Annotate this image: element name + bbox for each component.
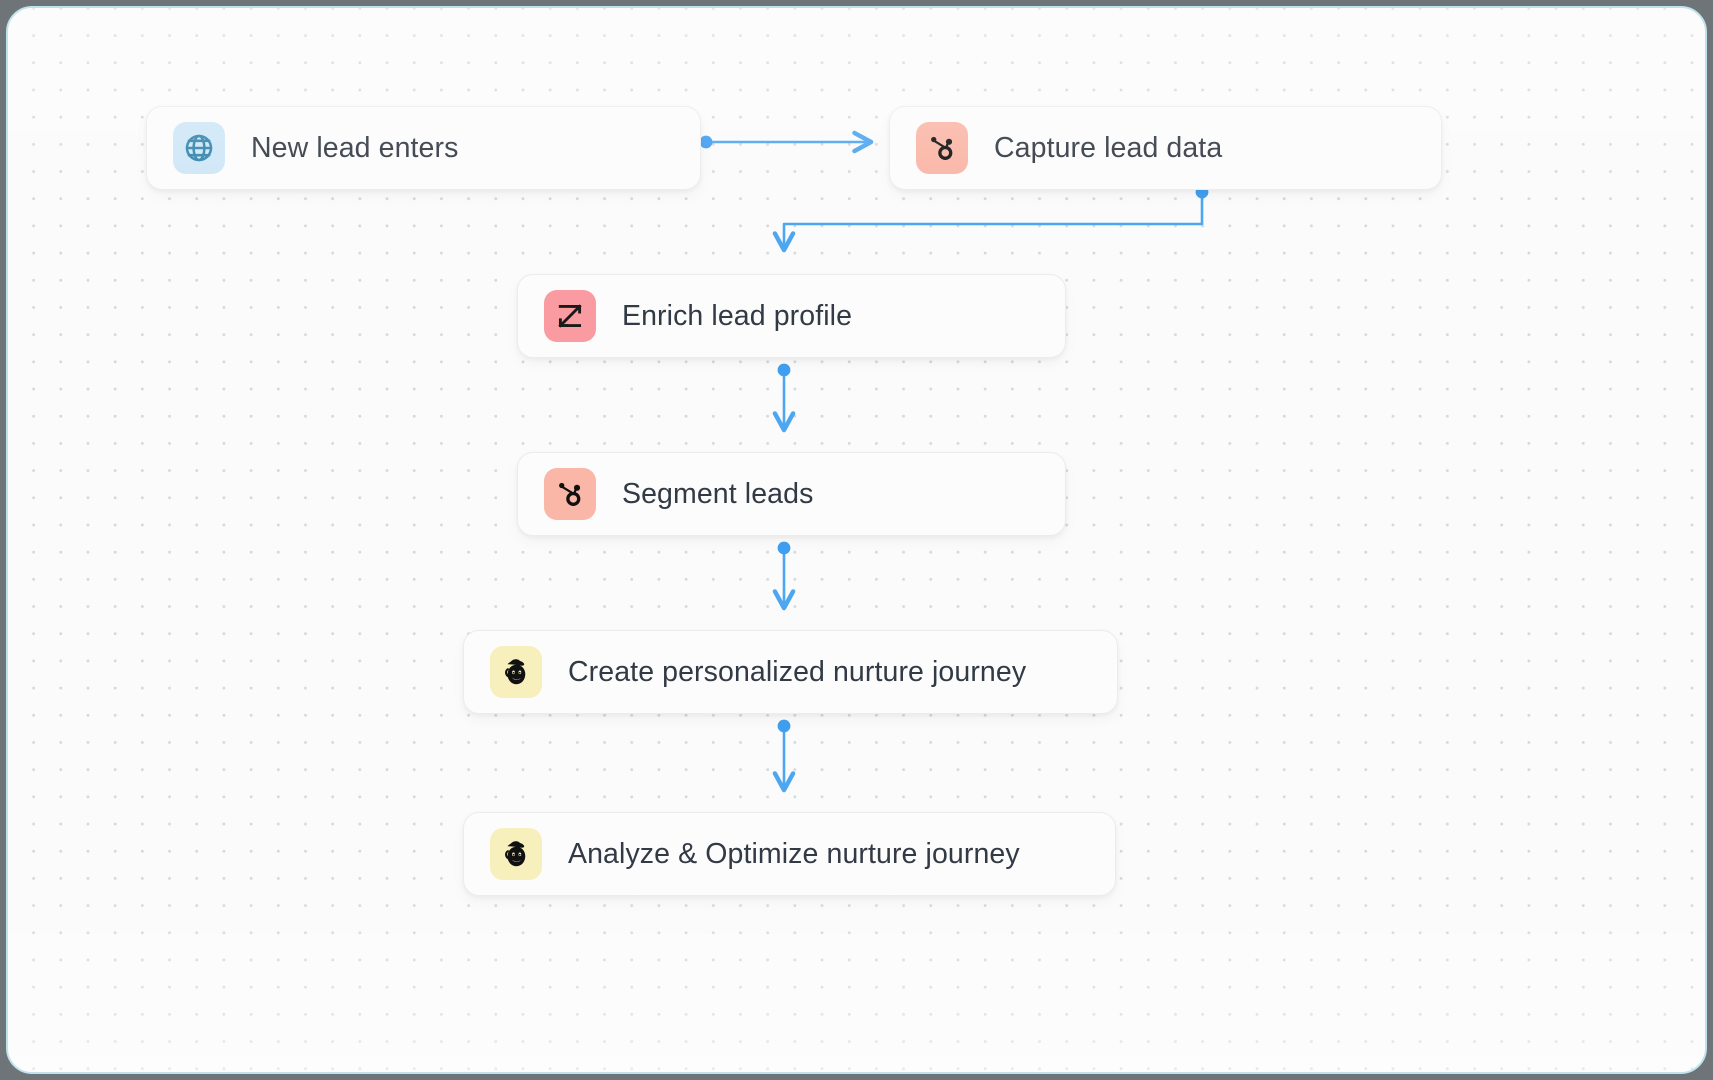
workflow-node-label: Analyze & Optimize nurture journey bbox=[568, 837, 1020, 870]
connector-create-to-analyze bbox=[772, 719, 796, 793]
workflow-node-label: Capture lead data bbox=[994, 131, 1223, 164]
connector-new-lead-to-capture bbox=[699, 130, 874, 154]
hubspot-icon bbox=[544, 468, 596, 520]
zapier-icon bbox=[544, 290, 596, 342]
mailchimp-icon bbox=[490, 828, 542, 880]
workflow-node-enrich-lead-profile[interactable]: Enrich lead profile bbox=[517, 274, 1066, 358]
workflow-node-create-personalized-nurture-journey[interactable]: Create personalized nurture journey bbox=[463, 630, 1118, 714]
connector-capture-to-enrich bbox=[772, 185, 1209, 253]
workflow-node-new-lead-enters[interactable]: New lead enters bbox=[146, 106, 701, 190]
connector-enrich-to-segment bbox=[772, 363, 796, 433]
workflow-node-analyze-optimize-nurture-journey[interactable]: Analyze & Optimize nurture journey bbox=[463, 812, 1116, 896]
workflow-node-label: New lead enters bbox=[251, 131, 459, 164]
connector-layer bbox=[699, 130, 1209, 793]
workflow-canvas[interactable]: New lead enters Capture lead data bbox=[6, 6, 1707, 1074]
mailchimp-icon bbox=[490, 646, 542, 698]
workflow-node-label: Enrich lead profile bbox=[622, 299, 853, 332]
workflow-graph: New lead enters Capture lead data bbox=[8, 8, 1705, 1072]
workflow-node-segment-leads[interactable]: Segment leads bbox=[517, 452, 1066, 536]
workflow-node-label: Segment leads bbox=[622, 477, 814, 510]
hubspot-icon bbox=[916, 122, 968, 174]
globe-icon bbox=[173, 122, 225, 174]
workflow-node-label: Create personalized nurture journey bbox=[568, 655, 1027, 688]
workflow-node-capture-lead-data[interactable]: Capture lead data bbox=[889, 106, 1442, 190]
connector-segment-to-create bbox=[772, 541, 796, 611]
